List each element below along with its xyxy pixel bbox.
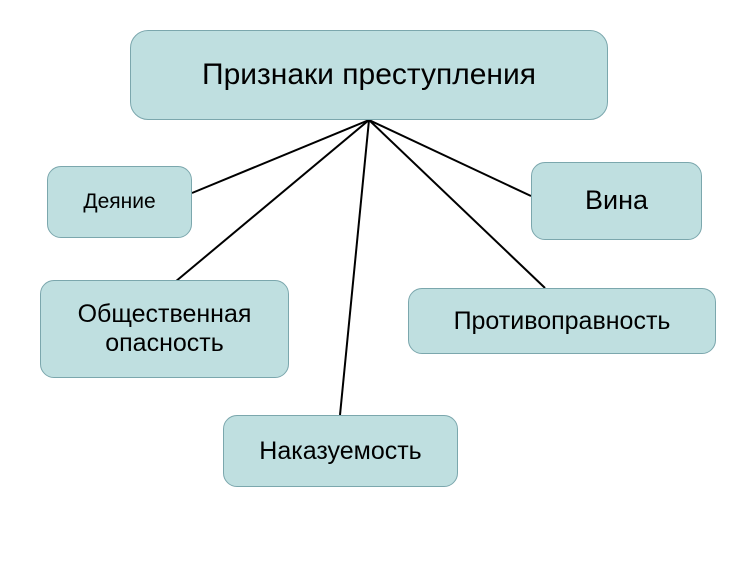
node-protivopravnost-label: Противоправность (453, 306, 671, 335)
node-nakazuemost-label: Наказуемость (259, 436, 422, 465)
connector-root-to-deyanie (191, 119, 370, 194)
node-obshchestvennaya-opasnost-label: Общественная опасность (77, 300, 252, 357)
node-vina: Вина (531, 162, 702, 240)
connector-root-to-vina (368, 119, 532, 197)
node-obshchestvennaya-opasnost: Общественная опасность (40, 280, 289, 378)
node-vina-label: Вина (584, 185, 649, 216)
node-nakazuemost: Наказуемость (223, 415, 458, 487)
node-deyanie: Деяние (47, 166, 192, 238)
node-root: Признаки преступления (130, 30, 608, 120)
connector-root-to-protivopravnost (368, 119, 546, 289)
node-deyanie-label: Деяние (83, 189, 156, 213)
node-root-label: Признаки преступления (202, 57, 536, 91)
connector-root-to-nakazuemost (339, 119, 370, 416)
node-protivopravnost: Противоправность (408, 288, 716, 354)
connector-root-to-obshchestvennaya-opasnost (174, 119, 370, 283)
